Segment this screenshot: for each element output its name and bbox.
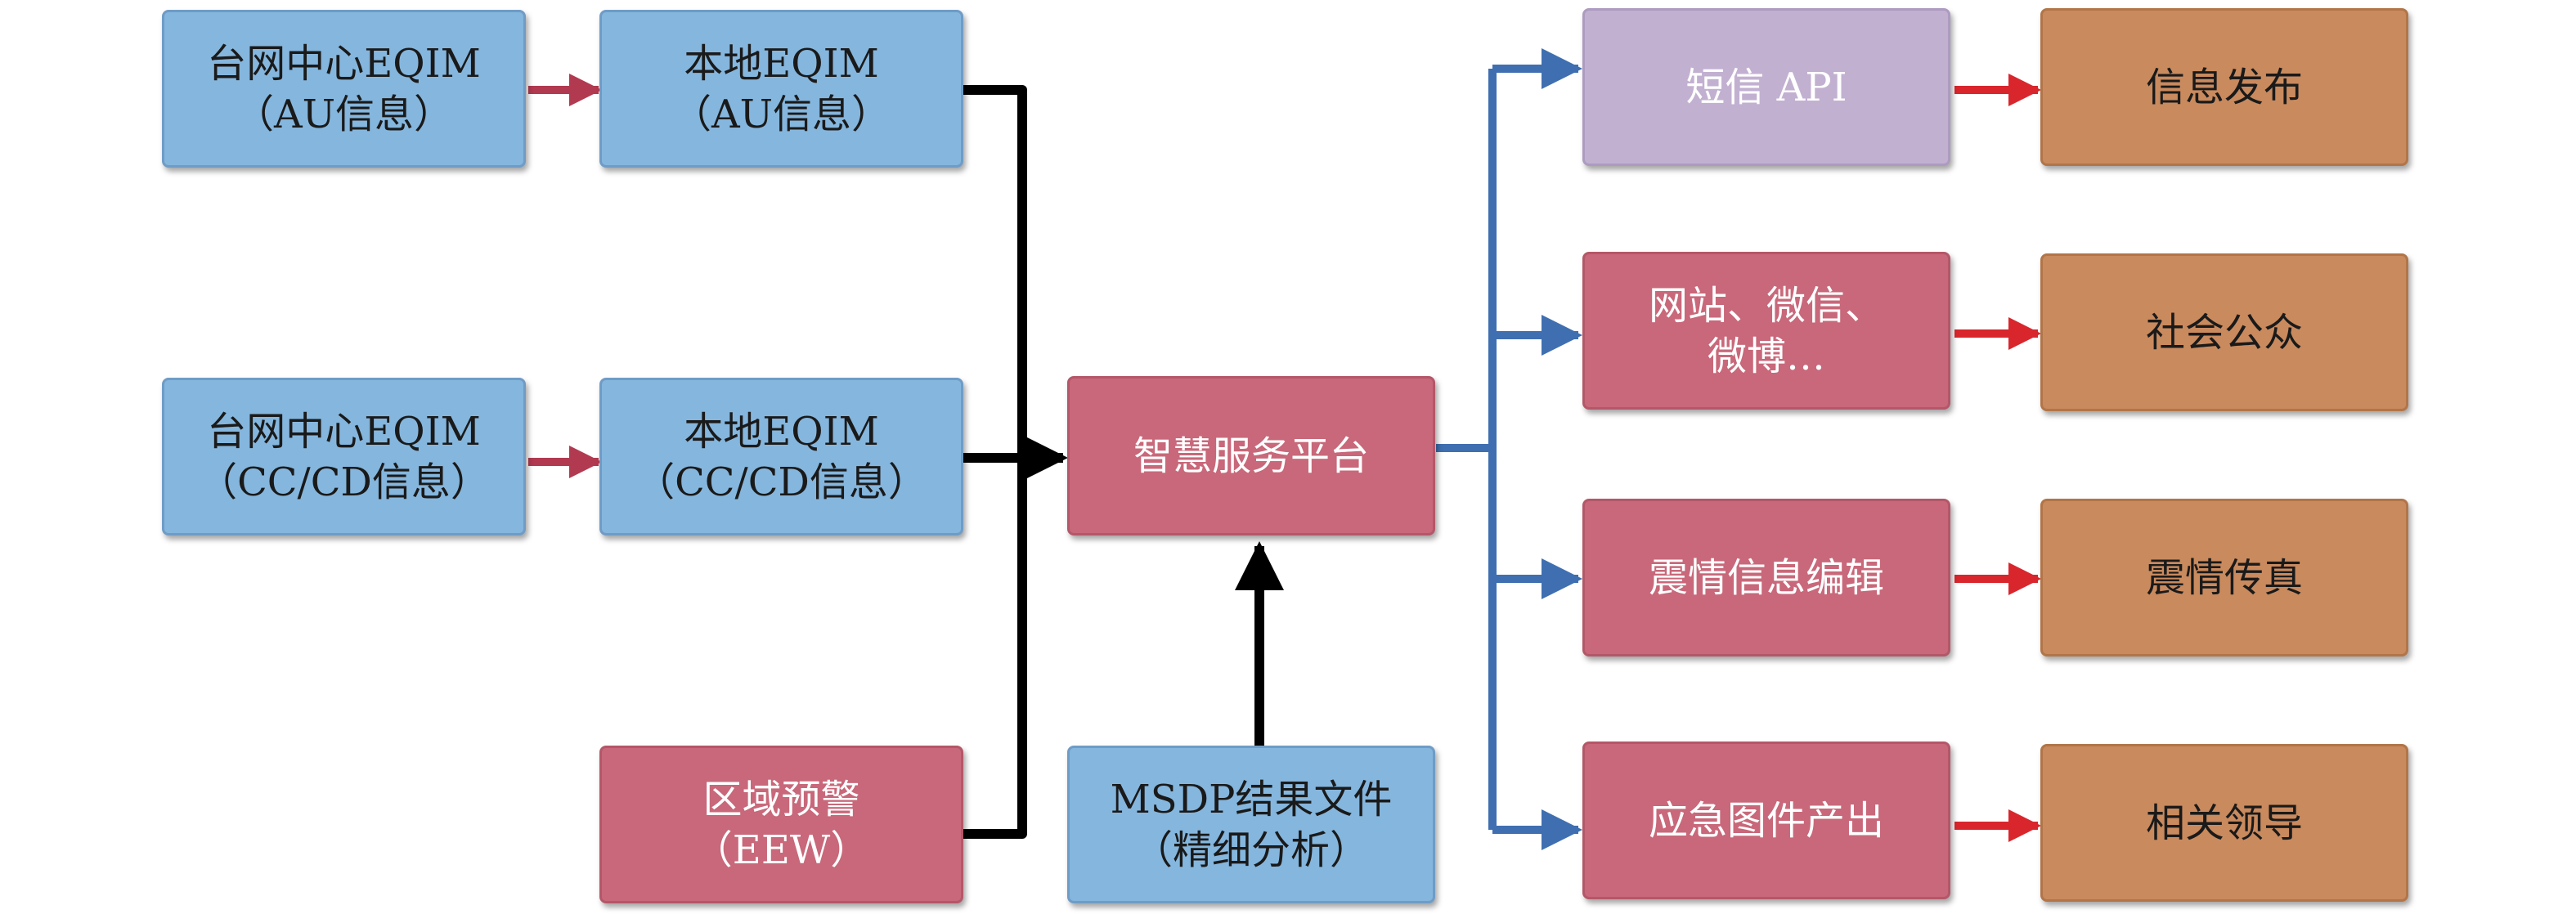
web-wechat-weibo-box: 网站、微信、 微博… xyxy=(1582,252,1950,410)
cc-local-eqim-title: 本地EQIM xyxy=(684,408,879,455)
eew-box: 区域预警 （EEW） xyxy=(599,746,963,903)
quake-fax-box: 震情传真 xyxy=(2040,499,2408,656)
cc-local-eqim-subtitle: （CC/CD信息） xyxy=(635,459,927,505)
info-publish-box: 信息发布 xyxy=(2040,8,2408,166)
au-local-eqim-box: 本地EQIM （AU信息） xyxy=(599,10,963,168)
connector-au-local-to-bus xyxy=(963,85,1027,458)
web-wechat-weibo-line1: 网站、微信、 xyxy=(1648,282,1884,329)
cc-center-eqim-subtitle: （CC/CD信息） xyxy=(198,459,490,505)
general-public-box: 社会公众 xyxy=(2040,253,2408,411)
smart-service-platform-box: 智慧服务平台 xyxy=(1067,376,1435,535)
sms-api-box: 短信 API xyxy=(1582,8,1950,166)
msdp-result-subtitle: （精细分析） xyxy=(1133,827,1369,873)
eew-title: 区域预警 xyxy=(702,776,860,822)
msdp-result-title: MSDP结果文件 xyxy=(1110,776,1393,822)
relevant-leaders-box: 相关领导 xyxy=(2040,744,2408,902)
general-public-title: 社会公众 xyxy=(2145,309,2303,356)
cc-local-eqim-box: 本地EQIM （CC/CD信息） xyxy=(599,378,963,535)
quake-fax-title: 震情传真 xyxy=(2145,554,2303,601)
cc-center-eqim-box: 台网中心EQIM （CC/CD信息） xyxy=(162,378,526,535)
emergency-map-box: 应急图件产出 xyxy=(1582,742,1950,899)
quake-info-edit-title: 震情信息编辑 xyxy=(1648,554,1884,601)
relevant-leaders-title: 相关领导 xyxy=(2145,800,2303,846)
quake-info-edit-box: 震情信息编辑 xyxy=(1582,499,1950,656)
au-local-eqim-title: 本地EQIM xyxy=(684,40,879,87)
emergency-map-title: 应急图件产出 xyxy=(1648,797,1884,844)
info-publish-title: 信息发布 xyxy=(2145,64,2303,110)
sms-api-title: 短信 API xyxy=(1685,64,1847,110)
au-center-eqim-title: 台网中心EQIM xyxy=(207,40,481,87)
au-center-eqim-box: 台网中心EQIM （AU信息） xyxy=(162,10,526,168)
au-local-eqim-subtitle: （AU信息） xyxy=(671,91,891,137)
smart-service-platform-title: 智慧服务平台 xyxy=(1133,432,1369,479)
connector-eew-to-bus xyxy=(963,458,1027,839)
cc-center-eqim-title: 台网中心EQIM xyxy=(207,408,481,455)
au-center-eqim-subtitle: （AU信息） xyxy=(234,91,454,137)
eew-subtitle: （EEW） xyxy=(693,827,870,873)
msdp-result-box: MSDP结果文件 （精细分析） xyxy=(1067,746,1435,903)
web-wechat-weibo-line2: 微博… xyxy=(1707,333,1825,379)
